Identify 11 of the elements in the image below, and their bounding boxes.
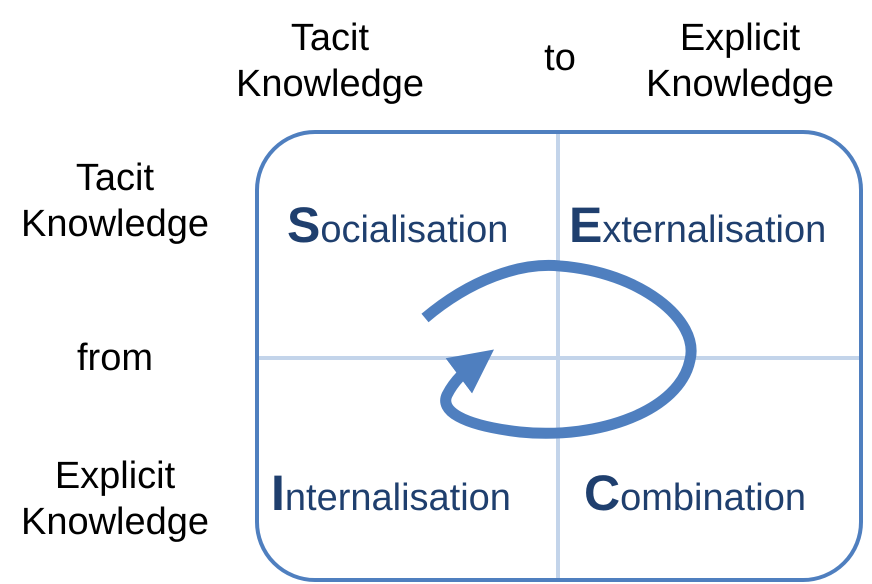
axis-label: from xyxy=(76,336,154,381)
axis-label: Tacit Knowledge xyxy=(20,156,210,247)
axis-label: Explicit Knowledge xyxy=(644,16,836,107)
axis-label: Explicit Knowledge xyxy=(20,454,210,545)
quadrant-label: Internalisation xyxy=(271,464,511,522)
axis-label: Tacit Knowledge xyxy=(234,16,426,107)
quadrant-label: Socialisation xyxy=(287,196,508,254)
quadrant-label: Combination xyxy=(584,464,806,522)
quadrant-label: Externalisation xyxy=(569,196,826,254)
matrix-frame xyxy=(255,130,863,582)
axis-label: to xyxy=(543,36,577,81)
